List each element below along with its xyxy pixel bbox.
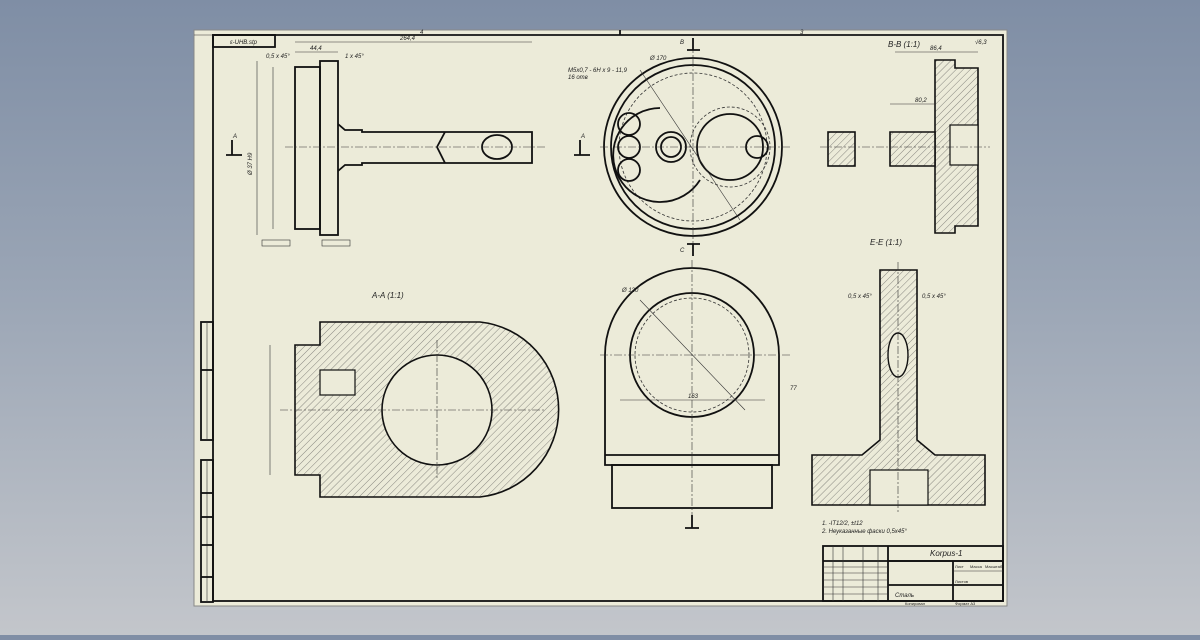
tb-copied: Копировал [905, 601, 926, 606]
section-label-ee: E-E (1:1) [870, 238, 902, 247]
dim-chamfer: 0,5 x 45° [266, 54, 290, 60]
section-ee: E-E (1:1) 0,5 x 45° 0,5 x 45° [811, 238, 986, 512]
section-label-aa: A-A (1:1) [371, 291, 404, 300]
general-roughness: √6,3 [975, 39, 987, 46]
cut-marker: A [580, 134, 585, 140]
corner-box [212, 34, 276, 48]
dim-hole-spec: M5x0,7 - 6H x 9 - 11,9 [568, 68, 628, 74]
tb-format: Формат А3 [955, 601, 976, 606]
dim-hole-count: 16 отв [568, 75, 588, 81]
tb-sheets: Листов [955, 579, 968, 584]
cut-marker: B [680, 40, 684, 46]
side-stamp [200, 321, 214, 603]
cut-marker: C [680, 248, 685, 254]
dim-flange-width: 44,4 [310, 46, 322, 52]
section-aa: A-A (1:1) [269, 291, 560, 498]
side-view: 264,4 44,4 0,5 x 45° 1 x 45° Ø 37 H9 A A [226, 36, 590, 247]
dim-chamfer: 0,5 x 45° [848, 294, 872, 300]
dim-diameter: Ø 120 [621, 288, 639, 294]
part-name: Korpus-1 [930, 549, 962, 558]
tb-scale: Масштаб [985, 564, 1003, 569]
corner-label: ε-UHB.stp [230, 40, 258, 46]
zone-label: 3 [800, 30, 804, 36]
paper [193, 29, 1008, 607]
tb-material: Сталь [895, 593, 914, 599]
tb-mass: Масса [970, 564, 983, 569]
cut-marker: A [232, 134, 237, 140]
dim-height: 77 [790, 386, 797, 392]
note-1: 1. -IT12/2, ±t12 [822, 521, 863, 527]
dim-overall-length: 264,4 [399, 36, 416, 42]
zone-label: 4 [420, 30, 424, 36]
front-view: Ø 170 M5x0,7 - 6H x 9 - 11,9 16 отв B C [568, 38, 790, 256]
tb-sheet: Лист [955, 564, 964, 569]
note-2: 2. Неуказанные фаски 0,5х45° [821, 529, 907, 535]
dim-diameter: Ø 37 H9 [248, 152, 254, 176]
section-bb: B-B (1:1) 86,4 80,2 [820, 40, 990, 234]
dim-width: 163 [688, 394, 699, 400]
dim-diameter: Ø 170 [649, 56, 667, 62]
section-label-bb: B-B (1:1) [888, 40, 920, 49]
title-block: Korpus-1 Лист Масса Масштаб Листов Сталь… [822, 545, 1004, 606]
bottom-view: Ø 120 163 77 [600, 260, 797, 529]
dim-bb: 86,4 [930, 46, 942, 52]
dim-bb2: 80,2 [915, 98, 927, 104]
dim-chamfer: 0,5 x 45° [922, 294, 946, 300]
dim-chamfer: 1 x 45° [345, 54, 364, 60]
